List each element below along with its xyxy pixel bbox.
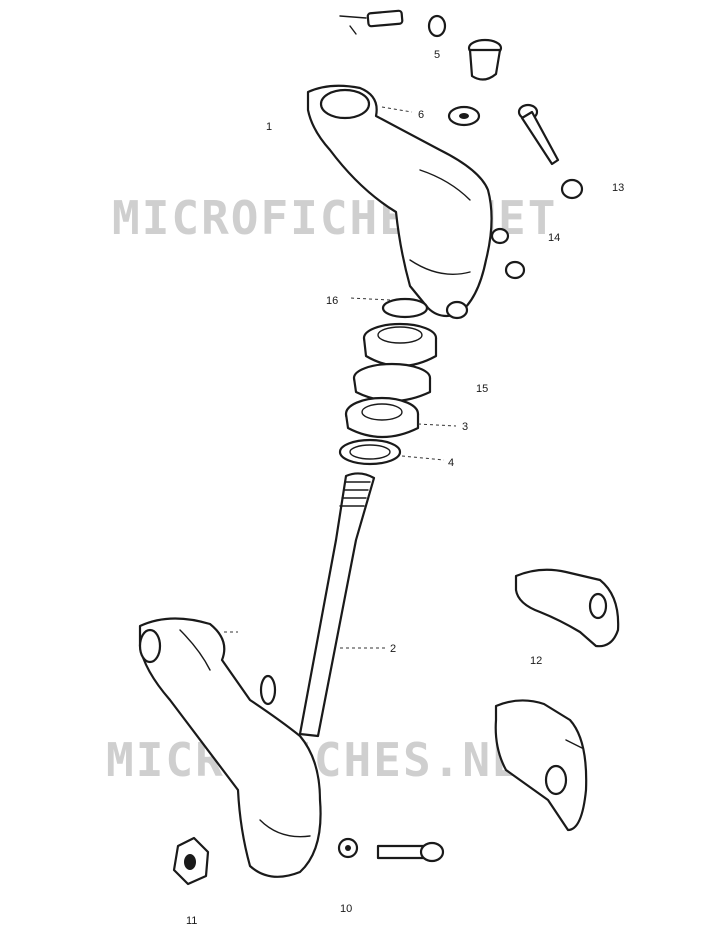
washer-part-10 (337, 837, 359, 859)
bracket-right-upper (514, 568, 620, 648)
bolt-part-5 (467, 38, 503, 81)
small-nut-top (427, 14, 447, 38)
callout-15: 15 (476, 383, 488, 395)
callout-13: 13 (612, 182, 624, 194)
callout-10: 10 (340, 903, 352, 915)
steering-stem-part-2 (298, 472, 376, 738)
bearing-race-upper (362, 322, 438, 367)
callout-2: 2 (390, 643, 396, 655)
bracket-right-lower (494, 699, 588, 832)
lower-bracket (138, 617, 322, 878)
callout-16: 16 (326, 295, 338, 307)
washer-part-4 (338, 438, 402, 466)
washer-part-6 (447, 105, 481, 127)
watermark-bottom: MICROFICHES.NET (106, 733, 551, 787)
bolt-bottom (376, 841, 445, 863)
plate-part-11 (172, 836, 210, 886)
callout-4: 4 (448, 457, 454, 469)
callout-6: 6 (418, 109, 424, 121)
nut-part-14 (490, 227, 510, 245)
seal-part-16 (381, 297, 429, 319)
nut-part-12 (504, 260, 526, 280)
bearing-race-part-3 (344, 396, 420, 438)
pin-part-top-right (517, 103, 560, 166)
upper-bracket (306, 84, 493, 320)
small-bolt-top (339, 9, 404, 35)
callout-1: 1 (266, 121, 272, 133)
cap-part-13 (560, 178, 584, 200)
callout-11: 11 (186, 915, 197, 927)
bearing-part-15 (352, 362, 432, 402)
callout-14: 14 (548, 232, 560, 244)
callout-12: 12 (530, 655, 542, 667)
callout-3: 3 (462, 421, 468, 433)
callout-5: 5 (434, 49, 440, 61)
